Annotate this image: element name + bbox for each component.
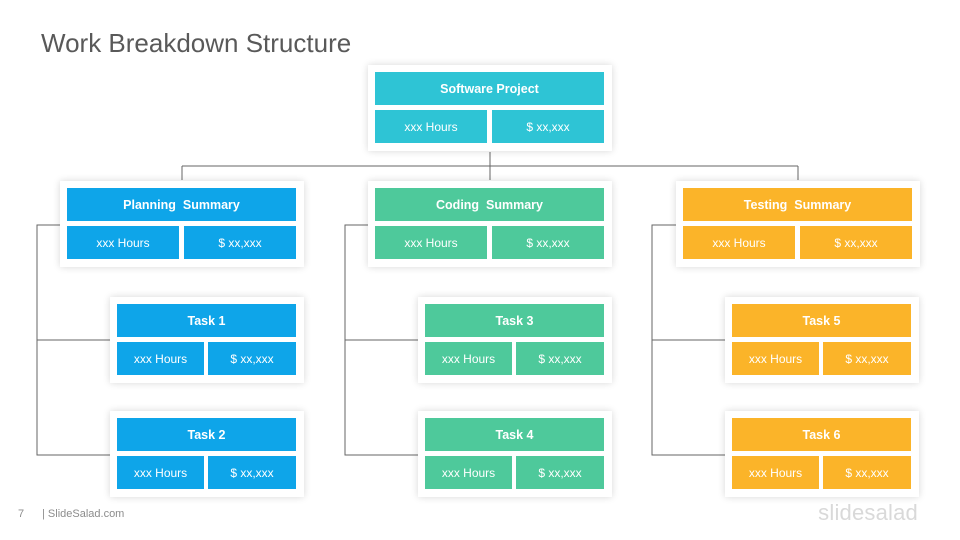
task-hours: xxx Hours [117, 456, 204, 489]
summary-title: Planning Summary [67, 188, 296, 221]
summary-cost: $ xx,xxx [492, 226, 604, 259]
root-hours: xxx Hours [375, 110, 487, 143]
summary-cost: $ xx,xxx [800, 226, 912, 259]
root-cost: $ xx,xxx [492, 110, 604, 143]
slidesalad-logo: slidesalad [818, 500, 918, 525]
task-node-6: Task 6 xxx Hours $ xx,xxx [725, 411, 919, 497]
task-cost: $ xx,xxx [823, 342, 911, 375]
task-cost: $ xx,xxx [516, 342, 604, 375]
task-hours: xxx Hours [425, 456, 512, 489]
footer-site: | SlideSalad.com [42, 508, 125, 520]
task-title: Task 6 [732, 418, 911, 451]
summary-hours: xxx Hours [375, 226, 487, 259]
task-cost: $ xx,xxx [208, 456, 296, 489]
summary-node-coding: Coding Summary xxx Hours $ xx,xxx [368, 181, 612, 267]
summary-node-planning: Planning Summary xxx Hours $ xx,xxx [60, 181, 304, 267]
summary-cost: $ xx,xxx [184, 226, 296, 259]
task-title: Task 5 [732, 304, 911, 337]
task-node-4: Task 4 xxx Hours $ xx,xxx [418, 411, 612, 497]
task-node-5: Task 5 xxx Hours $ xx,xxx [725, 297, 919, 383]
task-node-2: Task 2 xxx Hours $ xx,xxx [110, 411, 304, 497]
page-number: 7 [18, 508, 25, 520]
summary-title: Testing Summary [683, 188, 912, 221]
task-hours: xxx Hours [117, 342, 204, 375]
task-node-1: Task 1 xxx Hours $ xx,xxx [110, 297, 304, 383]
task-node-3: Task 3 xxx Hours $ xx,xxx [418, 297, 612, 383]
task-hours: xxx Hours [425, 342, 512, 375]
task-title: Task 1 [117, 304, 296, 337]
task-hours: xxx Hours [732, 342, 819, 375]
summary-hours: xxx Hours [683, 226, 795, 259]
task-cost: $ xx,xxx [823, 456, 911, 489]
task-title: Task 3 [425, 304, 604, 337]
page-title: Work Breakdown Structure [41, 28, 352, 58]
root-title: Software Project [375, 72, 604, 105]
task-title: Task 2 [117, 418, 296, 451]
summary-hours: xxx Hours [67, 226, 179, 259]
task-cost: $ xx,xxx [208, 342, 296, 375]
task-title: Task 4 [425, 418, 604, 451]
summary-title: Coding Summary [375, 188, 604, 221]
root-node: Software Project xxx Hours $ xx,xxx [368, 65, 612, 151]
task-cost: $ xx,xxx [516, 456, 604, 489]
summary-node-testing: Testing Summary xxx Hours $ xx,xxx [676, 181, 920, 267]
task-hours: xxx Hours [732, 456, 819, 489]
